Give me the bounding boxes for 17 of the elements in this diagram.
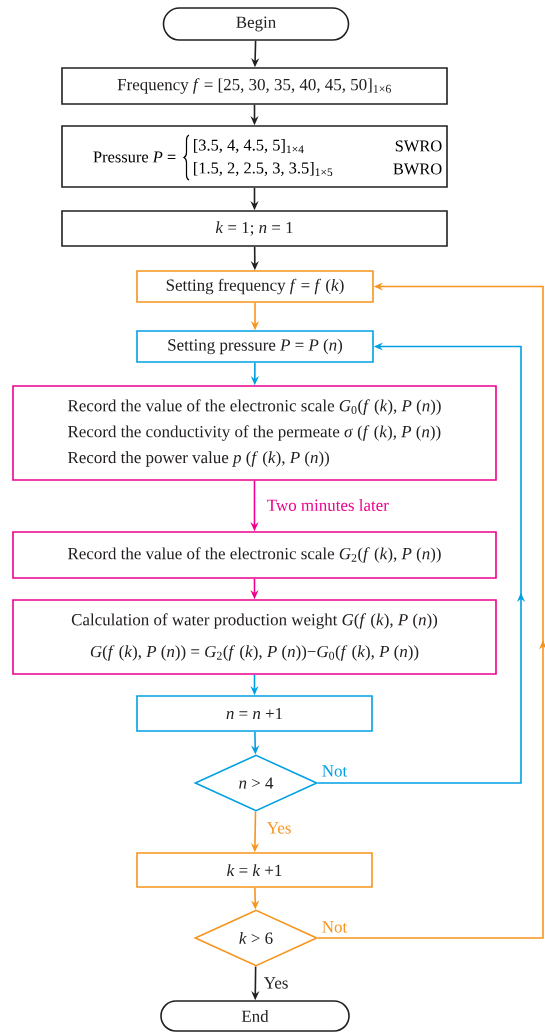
process-box: Record the value of the electronic scale G$_{0}$(f (k), P (n)) Record the conductivity of the permeate σ (f (k), P (n)) Record the power value p (f (k), P (n)) <box>12 385 497 481</box>
process-box: Setting pressure P = P (n) <box>136 330 374 363</box>
edge-label: Yes <box>265 821 293 835</box>
start-terminal: Begin <box>162 7 350 41</box>
process-box: Setting frequency f = f (k) <box>136 270 374 303</box>
process-box: k = 1; n = 1 <box>61 210 448 247</box>
edge-label: Not <box>320 920 349 934</box>
process-box: k = k +1 <box>136 852 373 888</box>
edge-label: Yes <box>262 976 290 990</box>
process-box: n = n +1 <box>136 695 373 732</box>
process-box: Calculation of water production weight G(f (k), P (n)) G(f (k), P (n)) = G$_{2}$(f (k), P (n))−G$_{0}$(f (k), P (n)) <box>12 599 497 675</box>
process-box: Frequency f = [25, 30, 35, 40, 45, 50]$_{1×6}$ <box>61 67 448 105</box>
process-box: Record the value of the electronic scale G$_{2}$(f (k), P (n)) <box>12 531 497 579</box>
process-box: Pressure P = [3.5, 4, 4.5, 5]$_{1×4}$ SWRO [1.5, 2, 2.5, 3, 3.5]$_{1×5}$ BWRO <box>61 125 448 188</box>
edge-label: Two minutes later <box>265 498 390 512</box>
edge-label: Not <box>320 764 349 778</box>
end-terminal: End <box>160 1000 350 1032</box>
